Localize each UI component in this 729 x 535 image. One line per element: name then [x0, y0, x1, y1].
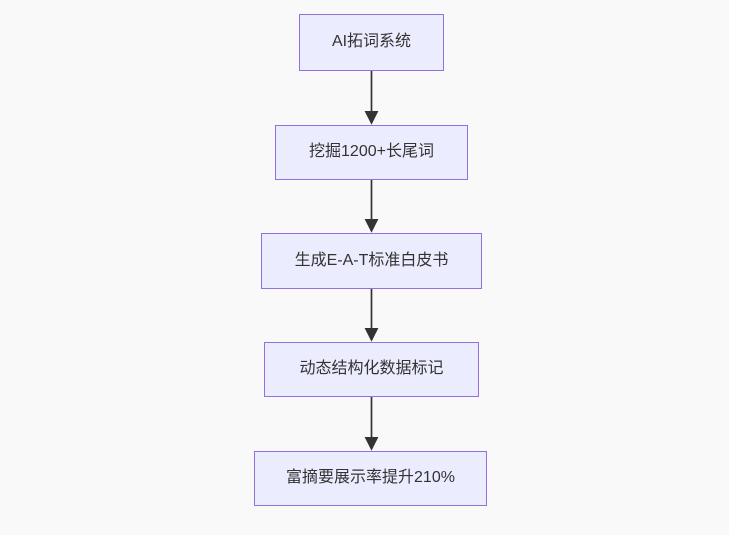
node-label: 动态结构化数据标记: [299, 360, 444, 378]
flowchart-node-rich-snippet-rate-increase: 富摘要展示率提升210%: [254, 451, 487, 506]
flowchart-node-ai-word-expansion-system: AI拓词系统: [299, 14, 444, 71]
flowchart-node-generate-eat-whitepaper: 生成E-A-T标准白皮书: [261, 233, 482, 289]
flowchart-node-mine-longtail-keywords: 挖掘1200+长尾词: [275, 125, 468, 180]
node-label: AI拓词系统: [331, 33, 412, 51]
node-label: 生成E-A-T标准白皮书: [294, 251, 449, 269]
node-label: 富摘要展示率提升210%: [286, 469, 455, 487]
node-label: 挖掘1200+长尾词: [309, 143, 434, 161]
flowchart-node-dynamic-structured-data-markup: 动态结构化数据标记: [264, 342, 479, 397]
